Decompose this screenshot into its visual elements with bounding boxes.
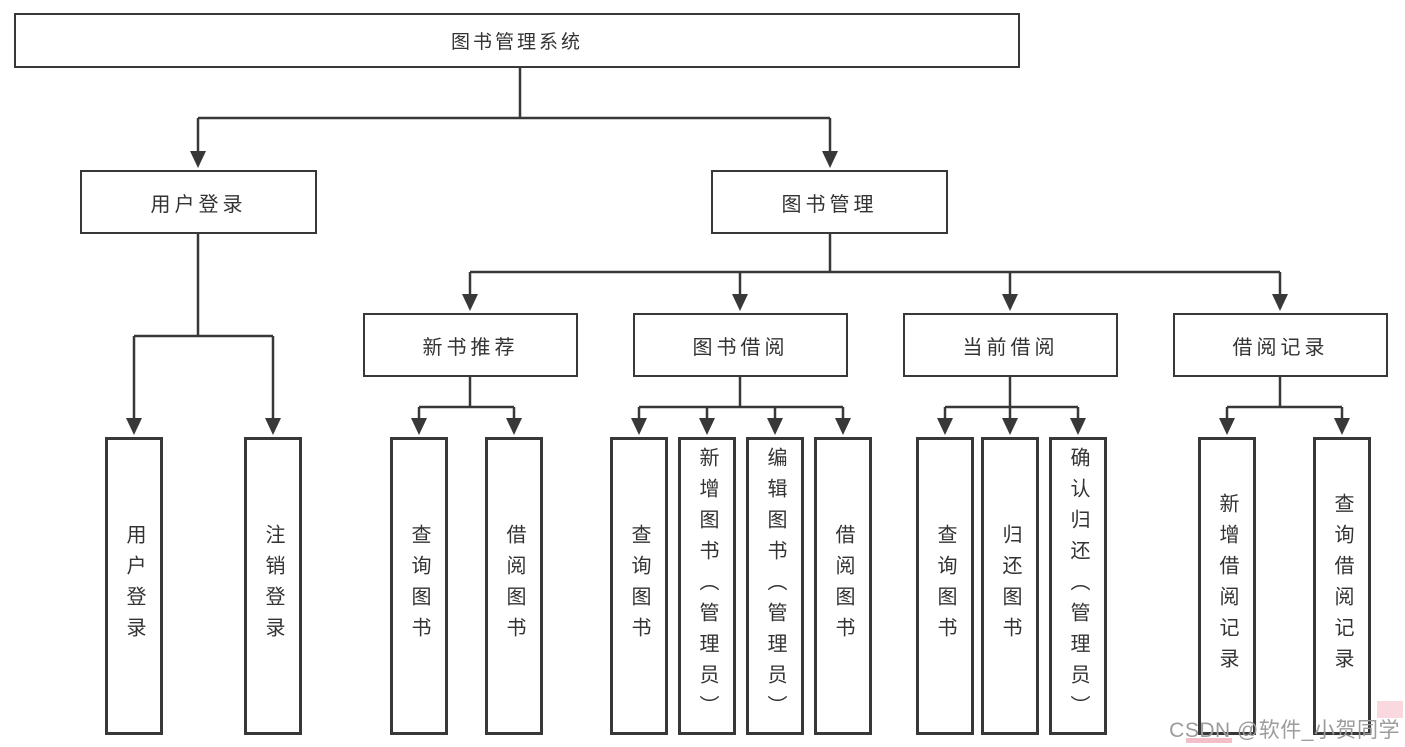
node-new-book-recommend-label: 新书推荐 <box>422 336 519 359</box>
leaf-borrow-book-label: 借阅图书 <box>832 524 854 648</box>
leaf-user-login: 用户登录 <box>105 437 163 735</box>
leaf-add-book-admin-label: 新增图书（管理员） <box>696 446 718 726</box>
leaf-confirm-return-admin-label: 确认归还（管理员） <box>1067 446 1089 726</box>
leaf-query-borrow-record: 查询借阅记录 <box>1313 437 1371 735</box>
node-root: 图书管理系统 <box>14 13 1020 68</box>
leaf-query-book-recommend-label: 查询图书 <box>408 524 430 648</box>
leaf-add-borrow-record: 新增借阅记录 <box>1198 437 1256 735</box>
node-book-management-label: 图书管理 <box>781 193 878 216</box>
leaf-query-book-current-label: 查询图书 <box>934 524 956 648</box>
node-book-borrow: 图书借阅 <box>633 313 848 377</box>
node-user-login-label: 用户登录 <box>150 193 247 216</box>
node-book-borrow-label: 图书借阅 <box>692 336 789 359</box>
node-book-management: 图书管理 <box>711 170 948 234</box>
node-root-label: 图书管理系统 <box>450 32 583 53</box>
leaf-logout: 注销登录 <box>244 437 302 735</box>
node-user-login: 用户登录 <box>80 170 317 234</box>
node-current-borrow: 当前借阅 <box>903 313 1118 377</box>
leaf-query-book-borrow-label: 查询图书 <box>628 524 650 648</box>
leaf-return-book-label: 归还图书 <box>999 524 1021 648</box>
node-borrow-records: 借阅记录 <box>1173 313 1388 377</box>
leaf-logout-label: 注销登录 <box>262 524 284 648</box>
node-current-borrow-label: 当前借阅 <box>962 336 1059 359</box>
leaf-query-book-recommend: 查询图书 <box>390 437 448 735</box>
node-new-book-recommend: 新书推荐 <box>363 313 578 377</box>
leaf-borrow-book-recommend-label: 借阅图书 <box>503 524 525 648</box>
leaf-query-book-borrow: 查询图书 <box>610 437 668 735</box>
leaf-user-login-label: 用户登录 <box>123 524 145 648</box>
node-borrow-records-label: 借阅记录 <box>1232 336 1329 359</box>
watermark-accent-underline <box>1186 738 1232 743</box>
leaf-add-book-admin: 新增图书（管理员） <box>678 437 736 735</box>
leaf-query-borrow-record-label: 查询借阅记录 <box>1331 493 1353 679</box>
watermark-accent-highlight <box>1377 701 1403 718</box>
leaf-confirm-return-admin: 确认归还（管理员） <box>1049 437 1107 735</box>
leaf-edit-book-admin-label: 编辑图书（管理员） <box>764 446 786 726</box>
leaf-edit-book-admin: 编辑图书（管理员） <box>746 437 804 735</box>
leaf-add-borrow-record-label: 新增借阅记录 <box>1216 493 1238 679</box>
watermark: CSDN @软件_小贺同学 <box>1169 719 1400 742</box>
leaf-return-book: 归还图书 <box>981 437 1039 735</box>
leaf-borrow-book-recommend: 借阅图书 <box>485 437 543 735</box>
leaf-query-book-current: 查询图书 <box>916 437 974 735</box>
leaf-borrow-book: 借阅图书 <box>814 437 872 735</box>
